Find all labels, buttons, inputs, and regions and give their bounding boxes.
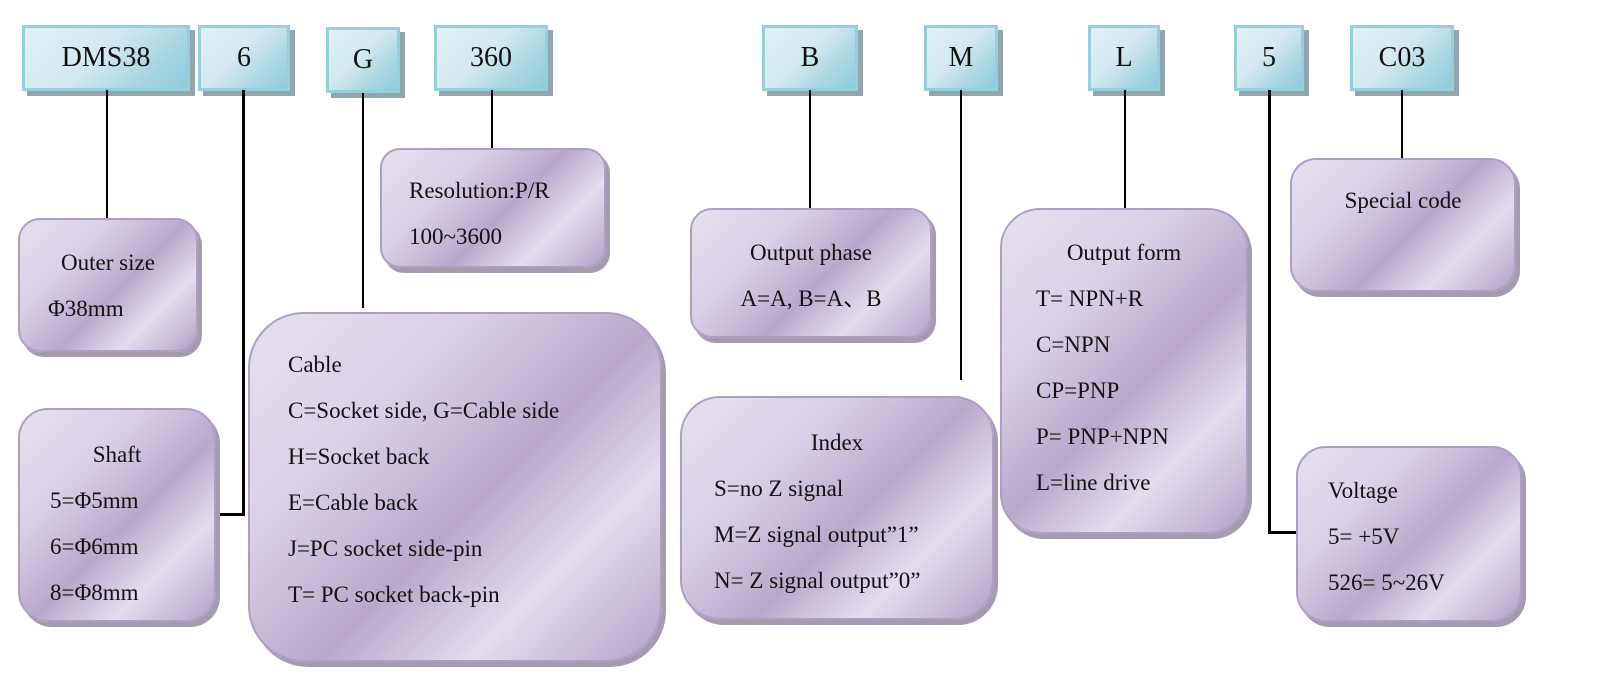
cable-option: C=Socket side, G=Cable side [288,398,560,423]
box-output-form: Output form T= NPN+R C=NPN CP=PNP P= PNP… [1000,208,1248,534]
connector-special [1401,90,1403,158]
resolution-range: 100~3600 [409,224,502,249]
connector-outer-size [106,90,108,220]
connector-voltage [1268,90,1271,534]
box-resolution: Resolution:P/R 100~3600 [380,148,606,268]
shaft-option: 5=Φ5mm [50,488,139,513]
code-special: C03 [1350,25,1454,91]
box-shaft: Shaft 5=Φ5mm 6=Φ6mm 8=Φ8mm [18,408,216,622]
cable-option: J=PC socket side-pin [288,536,483,561]
connector-phase [809,90,811,208]
index-option: M=Z signal output”1” [714,522,919,547]
box-index: Index S=no Z signal M=Z signal output”1”… [680,396,994,620]
output-phase-value: A=A, B=A、B [740,286,882,311]
connector-shaft [242,90,245,515]
connector-cable [362,93,364,308]
code-shaft: 6 [198,25,290,91]
connector-resolution [491,90,493,148]
connector-shaft-h [216,513,245,516]
code-cable: G [326,27,400,93]
voltage-option: 526= 5~26V [1328,570,1445,595]
output-form-title: Output form [1066,240,1182,265]
outer-size-title: Outer size [61,250,155,275]
connector-output-form [1124,90,1126,208]
code-resolution: 360 [434,25,548,91]
code-output: L [1088,25,1160,91]
code-phase: B [762,25,858,91]
output-form-option: C=NPN [1036,332,1111,357]
index-title: Index [810,430,864,455]
connector-voltage-h [1268,531,1298,534]
code-dms38: DMS38 [22,25,190,91]
resolution-title: Resolution:P/R [409,178,550,203]
cable-option: E=Cable back [288,490,418,515]
code-index: M [924,25,998,91]
box-voltage: Voltage 5= +5V 526= 5~26V [1296,446,1522,622]
voltage-option: 5= +5V [1328,524,1400,549]
shaft-title: Shaft [92,442,142,467]
box-special-code: Special code [1290,158,1516,292]
outer-size-value: Φ38mm [48,296,124,321]
cable-option: T= PC socket back-pin [288,582,500,607]
special-code-title: Special code [1344,188,1462,213]
shaft-option: 6=Φ6mm [50,534,139,559]
output-phase-title: Output phase [749,240,872,265]
index-option: S=no Z signal [714,476,844,501]
output-form-option: L=line drive [1036,470,1151,495]
voltage-title: Voltage [1328,478,1398,503]
shaft-option: 8=Φ8mm [50,580,139,605]
cable-title: Cable [288,352,342,377]
box-cable: Cable C=Socket side, G=Cable side H=Sock… [248,312,662,662]
cable-option: H=Socket back [288,444,430,469]
output-form-option: P= PNP+NPN [1036,424,1169,449]
output-form-option: T= NPN+R [1036,286,1144,311]
box-output-phase: Output phase A=A, B=A、B [690,208,932,338]
box-outer-size: Outer size Φ38mm [18,218,198,352]
output-form-option: CP=PNP [1036,378,1120,403]
index-option: N= Z signal output”0” [714,568,921,593]
code-voltage: 5 [1234,25,1304,91]
connector-index [960,90,962,380]
